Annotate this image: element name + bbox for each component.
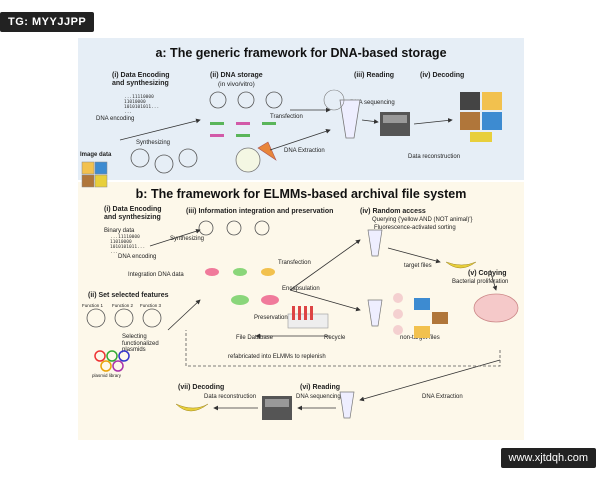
a-image-data: Image data — [80, 152, 112, 158]
a-data-reconstruction: Data reconstruction — [408, 154, 461, 160]
plasmid-library-icons — [94, 350, 130, 372]
refabricate-dashed-line — [185, 330, 501, 367]
b-query: Querying {'yellow AND (NOT animal)'} — [372, 217, 473, 223]
b-synthesizing: Synthesizing — [170, 236, 205, 242]
sorting-tubes-b — [367, 229, 403, 335]
a-step-storage: (ii) DNA storage — [210, 72, 263, 79]
petri-dish-icon — [473, 293, 519, 323]
b-plasmid-library: plasmid library — [92, 373, 122, 378]
a-step-decoding: (iv) Decoding — [420, 72, 465, 79]
a-binary-line: 1010101011... — [124, 104, 160, 110]
b-step-integration: (iii) Information integration and preser… — [186, 208, 334, 215]
dna-plasmid-icons-a — [130, 91, 283, 174]
b-encapsulation: Encapsulation — [282, 286, 320, 292]
a-synthesizing: Synthesizing — [136, 140, 171, 146]
non-target-images-b — [414, 298, 448, 338]
extraction-tube-b — [339, 391, 355, 419]
test-tube-icon-a — [323, 89, 361, 139]
b-preservation: Preservation — [254, 315, 288, 321]
b-step-selected-features: (ii) Set selected features — [88, 292, 169, 299]
b-target-files: target files — [404, 263, 432, 269]
image-data-thumbnails — [81, 161, 108, 188]
a-binary: ...11110000 11010000 1010101011... ... — [124, 95, 160, 116]
target-banana-icon — [445, 261, 477, 269]
b-binary-line: 11010000 — [110, 239, 132, 245]
b-recycle: Recycle — [324, 335, 346, 341]
b-binary-line: ...11110000 — [110, 235, 140, 240]
b-binary-line: ... — [110, 249, 119, 255]
b-step-decoding: (vii) Decoding — [178, 384, 225, 391]
plasmid-icons-b — [86, 220, 270, 328]
b-dna-extraction: DNA Extraction — [422, 394, 463, 400]
flask-icon — [235, 141, 277, 173]
a-binary-line: ...11110000 — [124, 95, 154, 100]
colored-cells-b — [205, 268, 279, 305]
a-binary-line: 11010000 — [124, 99, 146, 105]
b-function-2: Function 2 — [112, 303, 134, 308]
b-step-random-access: (iv) Random access — [360, 208, 426, 215]
panel-b-title: b: The framework for ELMMs-based archiva… — [135, 187, 467, 201]
a-step-reading: (iii) Reading — [354, 72, 395, 79]
b-refabricated: refabricated into ELMMs to replenish — [228, 354, 326, 360]
b-integration-dna: Integration DNA data — [128, 272, 184, 278]
a-transfection: Transfection — [270, 114, 303, 120]
panel-a-title: a: The generic framework for DNA-based s… — [155, 46, 447, 60]
panel-a: a: The generic framework for DNA-based s… — [78, 38, 524, 180]
decoded-banana-b — [175, 403, 209, 412]
b-binary-data: Binary data — [104, 228, 135, 234]
b-function-3: Function 3 — [140, 303, 162, 308]
b-step-reading: (vi) Reading — [300, 384, 341, 391]
b-step-copying: (v) Copying — [468, 270, 507, 277]
a-binary-line: ... — [124, 109, 133, 115]
b-dna-sequencing: DNA sequencing — [296, 394, 341, 400]
a-step-storage-sub: (in vivo/vitro) — [218, 81, 255, 88]
tube-rack-icon — [287, 306, 329, 329]
flow-arrows-b — [149, 228, 501, 411]
a-dna-sequencing: DNA sequencing — [350, 100, 395, 106]
sequencer-icon-b — [262, 396, 292, 420]
b-selecting: Selecting functionalized plasmids — [122, 334, 159, 354]
b-data-reconstruction: Data reconstruction — [204, 394, 257, 400]
decoded-images-a — [460, 92, 502, 142]
b-transfection: Transfection — [278, 260, 311, 266]
b-binary: ...11110000 11010000 1010101011... ... — [110, 235, 146, 256]
watermark-bottom-right: www.xjtdqh.com — [500, 448, 596, 468]
b-facs: Fluorescence-activated sorting — [374, 225, 456, 231]
b-dna-encoding: DNA encoding — [118, 254, 157, 260]
b-file-database: File Database — [236, 335, 274, 341]
a-dna-extraction: DNA Extraction — [284, 148, 325, 154]
watermark-top-left: TG: MYYJJPP — [0, 12, 95, 32]
flow-arrows-a — [119, 107, 453, 151]
b-bacterial: Bacterial proliferation — [452, 279, 509, 285]
b-function-1: Function 1 — [82, 303, 104, 308]
dna-strand-icons-a — [210, 122, 276, 137]
a-dna-encoding: DNA encoding — [96, 116, 135, 122]
sequencer-icon-a — [380, 112, 410, 136]
b-binary-line: 1010101011... — [110, 244, 146, 250]
a-step-encoding: (i) Data Encoding and synthesizing — [112, 72, 170, 87]
b-step-encoding: (i) Data Encoding and synthesizing — [104, 206, 162, 221]
